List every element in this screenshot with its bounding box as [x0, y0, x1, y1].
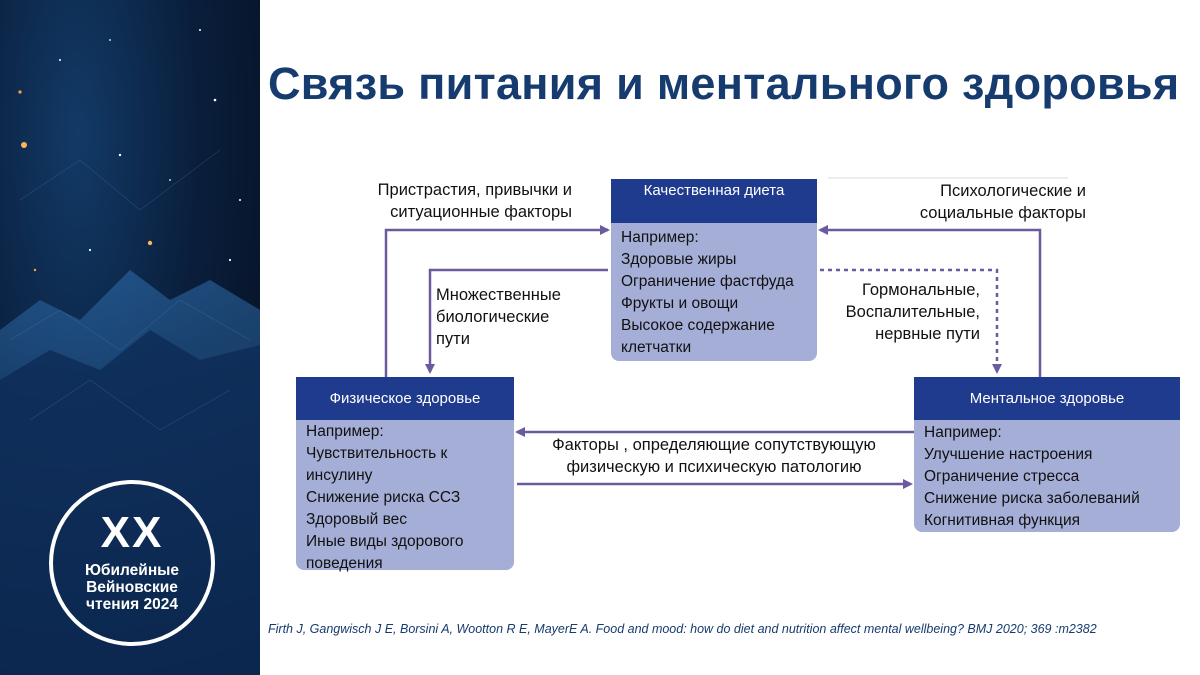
mental-item: Например:: [924, 424, 1002, 441]
label-line: нервные пути: [875, 325, 980, 343]
mental-box-header: Ментальное здоровье: [914, 377, 1180, 420]
diet-box-body: Например: Здоровые жиры Ограничение фаст…: [611, 223, 817, 361]
label-line: пути: [436, 330, 470, 348]
diet-item: Здоровые жиры: [621, 251, 737, 268]
physical-item: Иные виды здорового: [306, 533, 464, 550]
physical-item: инсулину: [306, 467, 373, 484]
label-biological: Множественные биологические пути: [436, 284, 561, 350]
mental-box-title: Ментальное здоровье: [969, 390, 1125, 407]
physical-item: Например:: [306, 423, 384, 440]
badge-line-1: Юбилейные: [84, 562, 180, 579]
diet-item: Например:: [621, 229, 699, 246]
physical-box-body: Например: Чувствительность к инсулину Сн…: [296, 420, 514, 572]
diet-item: Высокое содержание: [621, 317, 775, 334]
label-line: Гормональные,: [862, 281, 980, 299]
badge-text: Юбилейные Вейновские чтения 2024: [53, 562, 211, 613]
diet-item: Ограничение фастфуда: [621, 273, 794, 290]
label-line: Факторы , определяющие сопутствующую: [552, 436, 876, 454]
physical-box-title: Физическое здоровье: [329, 390, 481, 407]
sidebar-panel: XX Юбилейные Вейновские чтения 2024: [0, 0, 260, 675]
badge-line-2: Вейновские: [86, 579, 178, 596]
physical-item: Здоровый вес: [306, 511, 408, 528]
mental-item: Улучшение настроения: [924, 446, 1093, 463]
mental-item: Ограничение стресса: [924, 468, 1080, 485]
anniversary-badge: XX Юбилейные Вейновские чтения 2024: [49, 480, 215, 646]
label-line: ситуационные факторы: [390, 203, 572, 221]
mental-item: Снижение риска заболеваний: [924, 490, 1140, 507]
slide-title: Связь питания и ментального здоровья: [268, 58, 1180, 109]
diet-item: клетчатки: [621, 339, 692, 356]
badge-number: XX: [100, 508, 164, 557]
badge-line-3: чтения 2024: [86, 596, 178, 613]
label-addictions: Пристрастия, привычки и ситуационные фак…: [350, 179, 572, 223]
label-line: физическую и психическую патологию: [566, 458, 862, 476]
citation: Firth J, Gangwisch J E, Borsini A, Woott…: [268, 622, 1097, 636]
label-line: Психологические и: [940, 182, 1086, 200]
mental-item: Когнитивная функция: [924, 512, 1080, 529]
label-comorbid-factors: Факторы , определяющие сопутствующую физ…: [518, 434, 910, 478]
mental-box-body: Например: Улучшение настроения Ограничен…: [914, 420, 1180, 532]
label-line: Множественные: [436, 286, 561, 304]
label-line: социальные факторы: [919, 204, 1086, 222]
label-line: Воспалительные,: [845, 303, 980, 321]
physical-item: поведения: [306, 555, 383, 572]
label-psych-social: Психологические и социальные факторы: [880, 180, 1086, 224]
physical-box-header: Физическое здоровье: [296, 377, 514, 420]
label-line: Пристрастия, привычки и: [377, 181, 572, 199]
label-line: биологические: [436, 308, 550, 326]
diet-item: Фрукты и овощи: [621, 295, 739, 312]
physical-item: Чувствительность к: [306, 445, 448, 462]
label-hormonal: Гормональные, Воспалительные, нервные пу…: [820, 279, 980, 345]
diet-box-header: Качественная диета: [611, 179, 817, 223]
physical-item: Снижение риска ССЗ: [306, 489, 461, 506]
diet-box-title: Качественная диета: [643, 182, 785, 199]
